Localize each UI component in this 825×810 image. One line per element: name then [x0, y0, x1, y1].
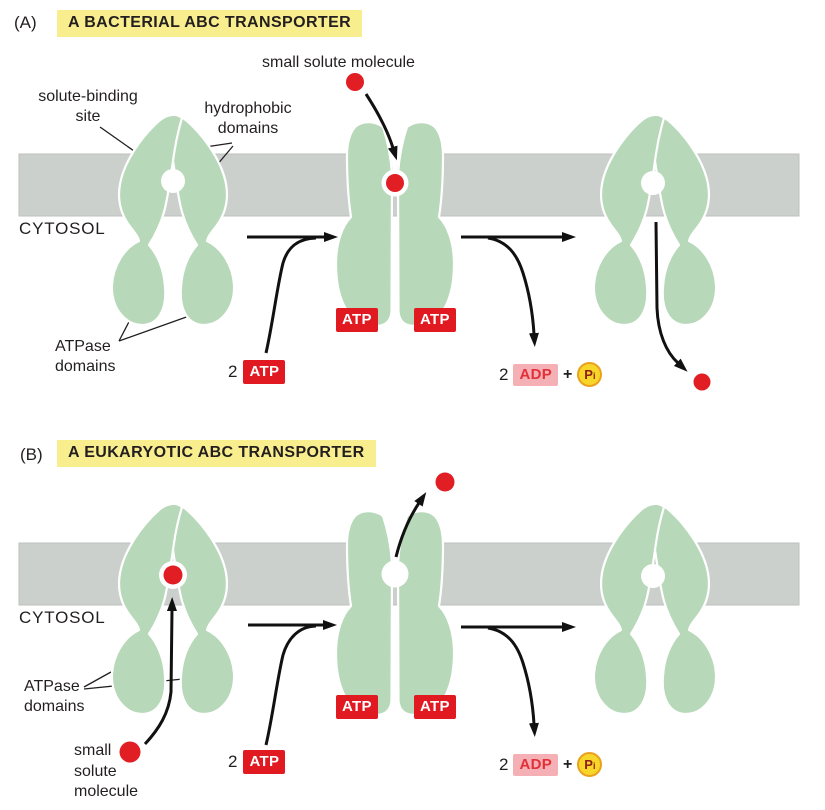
transporter-half-left [592, 113, 666, 327]
transporter-b3-open [592, 502, 718, 716]
adp-badge: ADP [513, 363, 559, 386]
adp-count: 2 [499, 754, 509, 774]
arrow-solute-release-b [394, 492, 427, 558]
label-line: hydrophobic [204, 100, 292, 117]
arrow-solute-release-a [654, 221, 688, 372]
panel-a-tag: (A) [14, 13, 37, 32]
empty-cavity [641, 171, 665, 195]
label-solute-binding-site: solute-binding site [22, 87, 154, 126]
label-line: domains [24, 697, 85, 715]
label-small-solute-molecule-b: small solute molecule [74, 741, 138, 803]
label-small-solute-molecule-a: small solute molecule [262, 54, 415, 71]
empty-cavity [381, 560, 409, 588]
transporter-half-left [334, 510, 394, 717]
atp-bound-a-right: ATP [414, 308, 456, 332]
label-line: solute [74, 762, 117, 780]
cytosol-label-b: CYTOSOL [19, 608, 106, 627]
label-line: ATPase [55, 338, 111, 355]
label-hydrophobic-domains: hydrophobic domains [190, 99, 306, 138]
adp-count: 2 [499, 364, 509, 384]
bound-solute-dot [386, 174, 404, 192]
label-line: small [74, 742, 112, 759]
label-atpase-domains-a: ATPase domains [55, 337, 115, 376]
leader-atpase-a-right [118, 314, 193, 342]
top-opening [384, 514, 406, 571]
arrow-atp-merge-b [264, 624, 317, 746]
pi-sub: i [592, 761, 596, 771]
leader-atpase-b-left [83, 671, 112, 688]
transporter-b1-open [110, 502, 236, 716]
atp-count: 2 [228, 752, 238, 771]
atp-input-b: 2 ATP [228, 750, 286, 774]
arrow-atp-merge-a [264, 236, 317, 354]
label-line: domains [55, 357, 116, 375]
transporter-half-left [334, 121, 394, 328]
bound-solute-dot [163, 565, 183, 585]
plus-sign: + [563, 755, 573, 773]
atp-count: 2 [228, 362, 238, 381]
atp-badge: ATP [243, 750, 286, 774]
released-solute-dot-a [693, 373, 711, 391]
arrow-solute-entry-b [143, 597, 177, 746]
label-line: domains [217, 119, 279, 137]
pi-p: P [584, 367, 593, 382]
arrows-b [143, 492, 576, 746]
arrows-a [247, 93, 688, 372]
adp-badge: ADP [513, 753, 559, 776]
atp-bound-b-left: ATP [336, 695, 378, 719]
label-line: molecule [74, 783, 139, 800]
atp-bound-b-right: ATP [414, 695, 456, 719]
atp-input-a: 2 ATP [228, 360, 286, 384]
transporter-a2-closed [334, 121, 456, 328]
transporter-half-right [396, 510, 456, 717]
arrow-adp-branch-b [487, 626, 539, 737]
label-atpase-domains-b: ATPase domains [24, 677, 84, 716]
pi-p: P [584, 757, 593, 772]
plus-sign: + [563, 365, 573, 383]
panel-a-title: A BACTERIAL ABC TRANSPORTER [57, 10, 363, 37]
transporter-a3-open [592, 113, 718, 327]
cytosol-label-a: CYTOSOL [19, 219, 106, 238]
label-line: site [75, 107, 101, 125]
panel-b-tag: (B) [20, 445, 43, 464]
panel-b-title: A EUKARYOTIC ABC TRANSPORTER [57, 440, 376, 467]
atp-bound-a-left: ATP [336, 308, 378, 332]
pi-sub: i [592, 371, 596, 381]
small-solute-dot-b [119, 741, 141, 763]
atp-badge: ATP [243, 360, 286, 384]
transporter-half-left [110, 113, 184, 327]
label-line: ATPase [24, 678, 80, 695]
transporter-half-right [396, 121, 456, 328]
transporter-a1-open [110, 113, 236, 327]
small-solute-dot-a-top [346, 73, 364, 91]
released-solute-dot-b [435, 472, 455, 492]
arrow-adp-branch-a [487, 236, 539, 347]
transporter-half-left [592, 502, 666, 716]
label-line: solute-binding [38, 88, 138, 105]
arrow-solute-entry-a [364, 93, 398, 161]
empty-cavity [641, 564, 665, 588]
solute-binding-site-cavity [161, 169, 185, 193]
transporter-b2-open-out [334, 510, 456, 717]
